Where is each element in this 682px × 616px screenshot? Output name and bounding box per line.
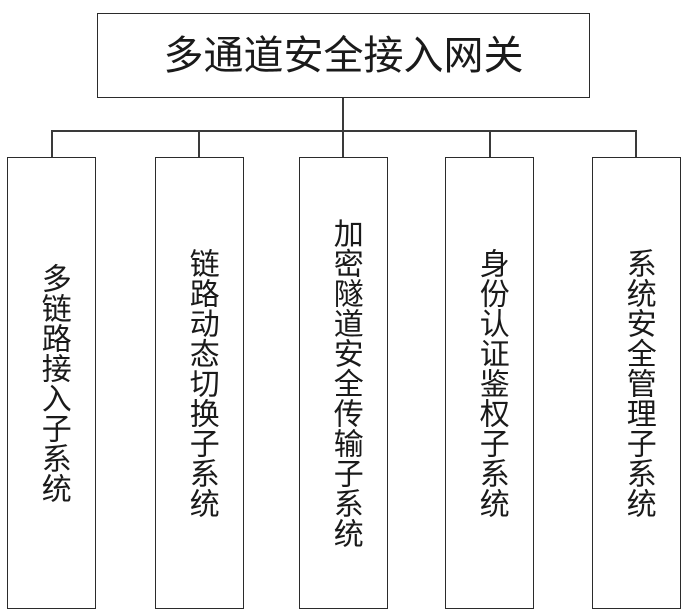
child-node-5-label: 系统安全管理子系统	[620, 248, 656, 518]
child-node-2[interactable]: 链路动态切换子系统	[155, 157, 244, 609]
child-node-1[interactable]: 多链路接入子系统	[7, 157, 96, 609]
child-node-2-label: 链路动态切换子系统	[183, 248, 219, 518]
root-node[interactable]: 多通道安全接入网关	[97, 13, 590, 98]
child-node-3-label: 加密隧道安全传输子系统	[327, 218, 363, 548]
child-node-1-label: 多链路接入子系统	[35, 263, 71, 503]
child-node-4-label: 身份认证鉴权子系统	[473, 248, 509, 518]
child-node-3[interactable]: 加密隧道安全传输子系统	[299, 157, 388, 609]
child-node-4[interactable]: 身份认证鉴权子系统	[445, 157, 534, 609]
branch-connector-1	[51, 130, 53, 158]
branch-connector-3	[342, 130, 344, 158]
branch-connector-5	[635, 130, 637, 158]
horizontal-bus-connector	[51, 130, 637, 132]
root-node-label: 多通道安全接入网关	[163, 32, 524, 79]
branch-connector-2	[198, 130, 200, 158]
child-node-5[interactable]: 系统安全管理子系统	[592, 157, 681, 609]
root-drop-connector	[342, 98, 344, 131]
branch-connector-4	[489, 130, 491, 158]
